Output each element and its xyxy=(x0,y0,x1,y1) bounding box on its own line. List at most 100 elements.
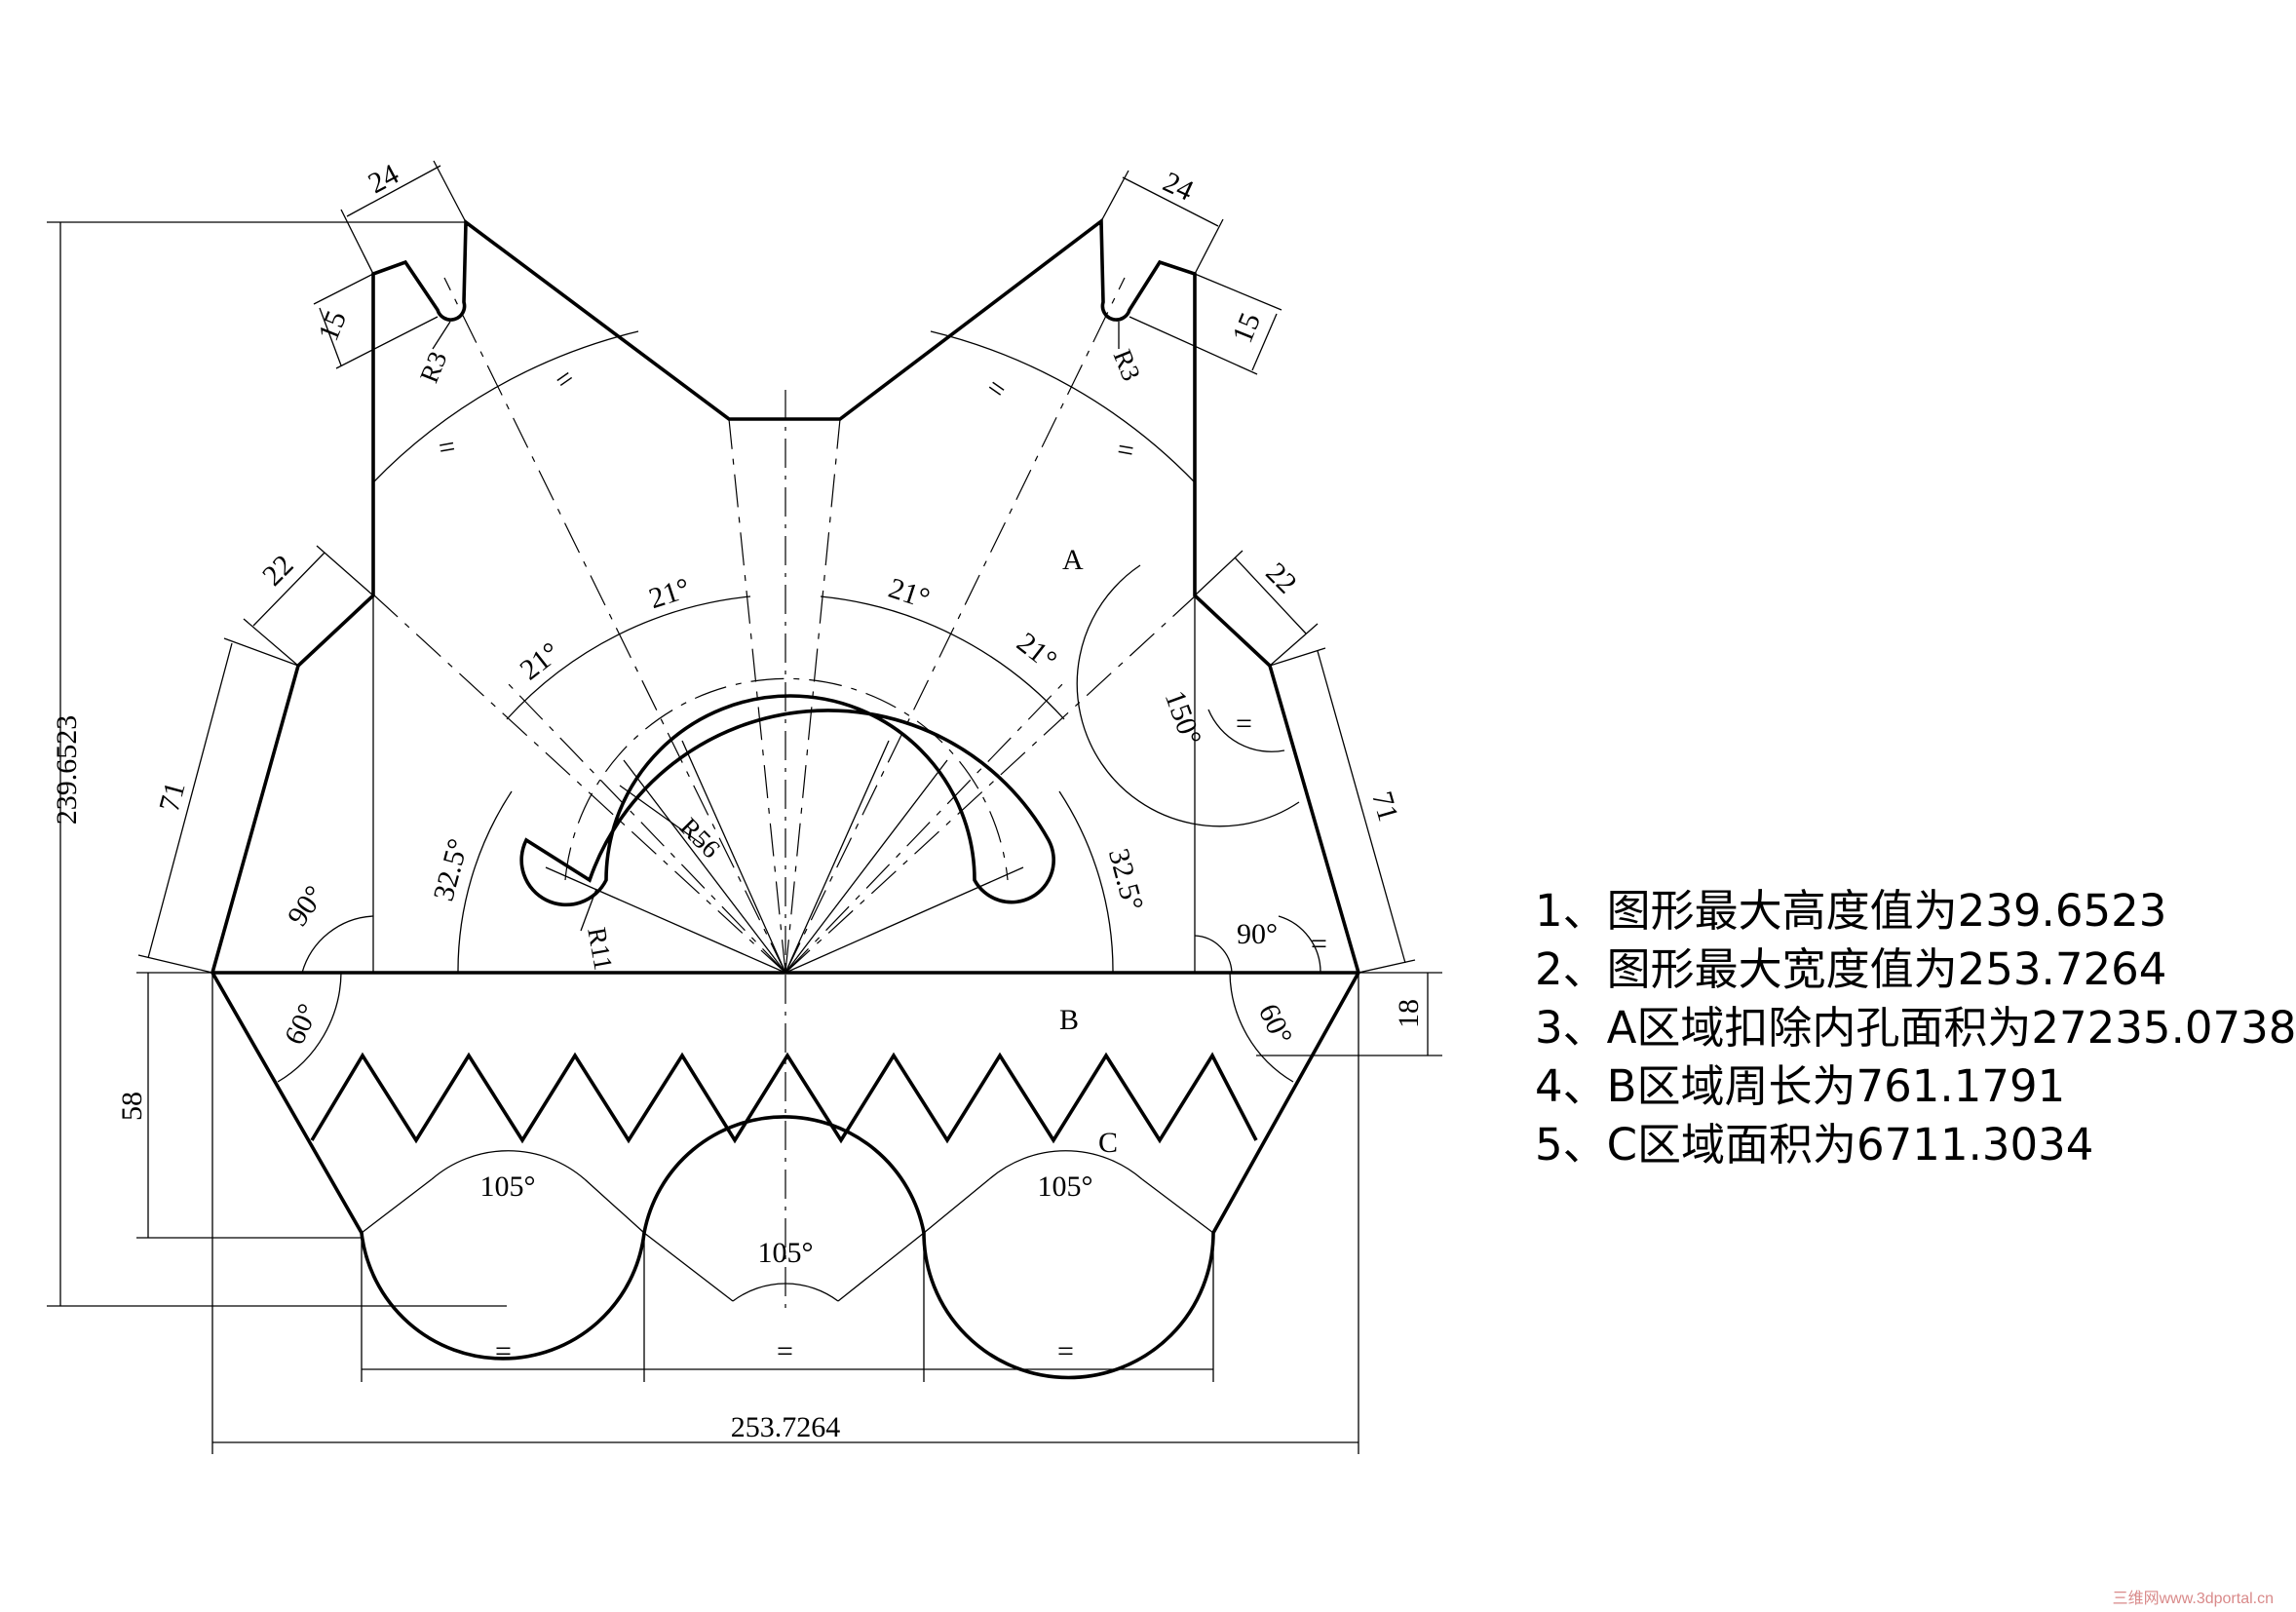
label-r3-right: R3 xyxy=(1108,345,1147,384)
dimension-arc xyxy=(930,330,1196,483)
dim-left-notch-width: 24 xyxy=(364,158,404,200)
dim-right-chamfer: 22 xyxy=(1259,557,1303,600)
label-r3-left: R3 xyxy=(414,347,453,386)
angle-105-center: 105° xyxy=(758,1237,814,1269)
extension-line xyxy=(313,273,374,305)
equal-mark: = xyxy=(777,1335,793,1367)
dim-left-notch-depth: 15 xyxy=(312,306,353,345)
angle-21-d: 21° xyxy=(1011,627,1062,677)
dimension-line xyxy=(1122,176,1219,227)
angle-90-right: 90° xyxy=(1237,918,1278,950)
dimension-arc xyxy=(732,1283,839,1302)
dimension-arc xyxy=(1058,790,1114,974)
extension-line xyxy=(1358,959,1416,974)
extension-line xyxy=(340,209,374,275)
note-item: 1、图形最大高度值为239.6523 xyxy=(1535,885,2167,937)
dim-right-side: 71 xyxy=(1365,787,1404,825)
extension-line xyxy=(1100,170,1129,222)
note-item: 4、B区域周长为761.1791 xyxy=(1535,1060,2066,1112)
dimension-arc xyxy=(301,915,374,974)
equal-mark: = xyxy=(436,430,457,464)
region-c-label: C xyxy=(1098,1127,1118,1159)
dim-band-height: 18 xyxy=(1393,999,1425,1028)
construction-line xyxy=(837,1232,925,1302)
angle-90-left: 90° xyxy=(282,880,331,932)
dim-right-notch-width: 24 xyxy=(1158,166,1198,208)
angle-60-left: 60° xyxy=(279,999,325,1050)
equal-mark: = xyxy=(1236,708,1252,740)
dimension-arc xyxy=(506,595,751,720)
dimension-arc xyxy=(1194,935,1233,974)
angle-105-left: 105° xyxy=(480,1171,536,1203)
dimension-arc xyxy=(988,1150,1143,1180)
angle-21-b: 21° xyxy=(514,636,565,687)
ray-line xyxy=(784,866,1024,974)
notes-list: 1、图形最大高度值为239.6523 2、图形最大宽度值为253.7264 3、… xyxy=(1535,882,2296,1174)
construction-line xyxy=(1141,1178,1214,1234)
extension-line xyxy=(1194,273,1282,311)
angle-21-c: 21° xyxy=(885,572,934,615)
extension-line xyxy=(335,316,439,369)
dimension-line xyxy=(147,642,233,959)
label-r11: R11 xyxy=(582,925,618,973)
dim-total-height: 239.6523 xyxy=(51,715,83,825)
construction-line xyxy=(784,594,1198,974)
extension-line xyxy=(1194,218,1224,275)
dim-right-notch-depth: 15 xyxy=(1226,308,1267,347)
construction-line xyxy=(784,681,1065,974)
equal-mark: = xyxy=(1311,928,1327,960)
dim-total-width: 253.7264 xyxy=(731,1411,841,1443)
dimension-arc xyxy=(1076,564,1300,827)
extension-line xyxy=(243,618,299,667)
equal-mark: = xyxy=(1057,1335,1074,1367)
construction-line xyxy=(584,1178,645,1234)
ray-line xyxy=(784,759,948,974)
equal-mark: = xyxy=(549,362,581,398)
ray-line xyxy=(784,740,890,974)
equal-mark: = xyxy=(495,1335,512,1367)
leader-line xyxy=(432,321,451,350)
dimension-line xyxy=(252,552,325,627)
construction-line xyxy=(443,277,786,974)
extension-line xyxy=(1269,623,1319,667)
angle-150: 150° xyxy=(1159,686,1208,749)
note-item: 2、图形最大宽度值为253.7264 xyxy=(1535,943,2167,995)
dimension-line xyxy=(319,307,342,366)
label-r56: R56 xyxy=(674,812,726,864)
angle-60-right: 60° xyxy=(1252,999,1299,1050)
extension-line xyxy=(1129,316,1258,375)
zigzag-b-c xyxy=(310,1052,1258,1144)
dimension-arc xyxy=(820,595,1065,720)
angle-32-5-right: 32.5° xyxy=(1102,845,1150,914)
ray-line xyxy=(681,740,786,974)
slot-centerline-arc xyxy=(564,677,1009,881)
construction-line xyxy=(923,1178,990,1234)
leader-line xyxy=(580,888,597,932)
dimension-arc xyxy=(431,1150,586,1180)
construction-line xyxy=(784,418,841,974)
extension-line xyxy=(223,637,299,667)
equal-mark: = xyxy=(1115,433,1136,467)
dimension-line xyxy=(1317,650,1406,964)
dimension-line xyxy=(1234,557,1307,634)
construction-line xyxy=(784,277,1126,974)
dimension-arc xyxy=(372,330,639,483)
note-item: 3、A区域扣除内孔面积为27235.0738 xyxy=(1535,1002,2296,1054)
angle-105-right: 105° xyxy=(1038,1171,1093,1203)
note-item: 5、C区域面积为6711.3034 xyxy=(1535,1119,2094,1171)
dimension-arc xyxy=(277,972,342,1083)
dim-left-side: 71 xyxy=(153,779,192,816)
dimension-line xyxy=(1251,313,1278,371)
dimension-arc xyxy=(457,790,513,974)
equal-mark: = xyxy=(980,371,1013,407)
ray-line xyxy=(623,759,786,974)
leader-line xyxy=(619,785,703,845)
region-a-label: A xyxy=(1062,544,1084,576)
construction-line xyxy=(728,418,786,974)
ray-line xyxy=(545,866,786,974)
region-b-label: B xyxy=(1059,1004,1079,1036)
dimension-arc xyxy=(1278,915,1321,974)
construction-line xyxy=(506,681,786,974)
